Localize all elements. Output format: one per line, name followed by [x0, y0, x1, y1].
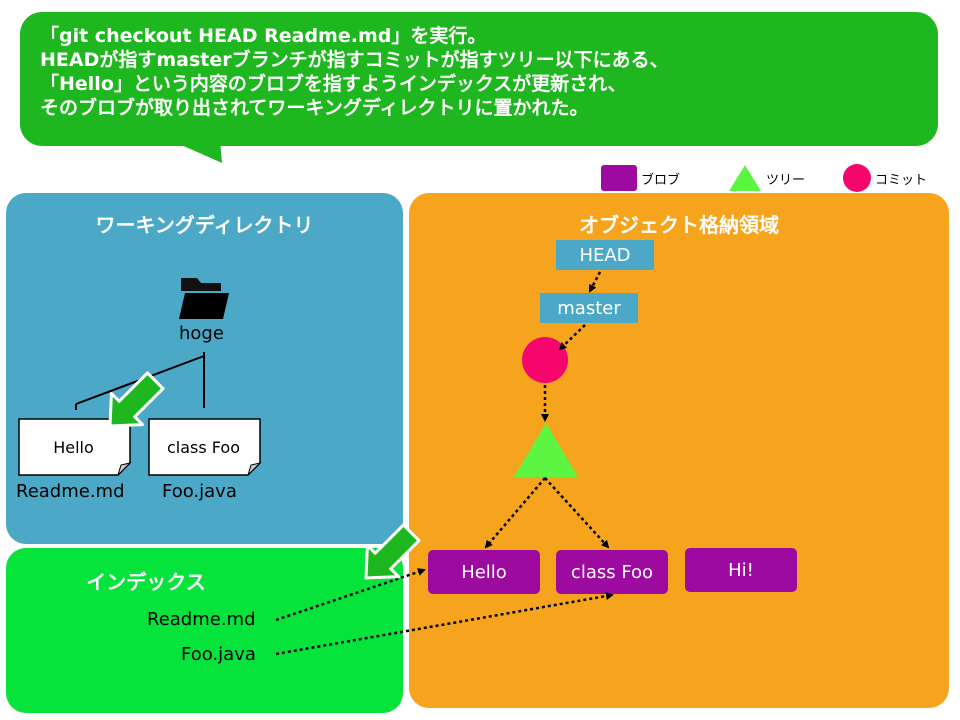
update-workdir-arrow — [108, 371, 165, 428]
branch-ref: master — [540, 293, 638, 323]
index-readme-to-blob-arrow — [275, 568, 426, 622]
file-name: Readme.md — [16, 481, 125, 502]
folder-icon — [179, 278, 229, 319]
tree-triangle-icon — [729, 165, 761, 191]
callout-line: HEADが指すmasterブランチが指すコミットが指すツリー以下にある、 — [40, 49, 669, 71]
tree-to-hello-arrow — [484, 477, 546, 549]
update-index-arrow — [364, 523, 421, 580]
callout-line: 「Hello」という内容のブロブを指すようインデックスが更新され、 — [40, 73, 627, 95]
index-entry: Readme.md — [147, 609, 256, 630]
callout-line: 「git checkout HEAD Readme.md」を実行。 — [40, 25, 487, 47]
tree-to-classfoo-arrow — [544, 477, 610, 549]
legend-tree: ツリー — [728, 164, 805, 192]
object-store-title: オブジェクト格納領域 — [579, 213, 779, 237]
working-directory-title: ワーキングディレクトリ — [95, 213, 314, 237]
instruction-callout: 「git checkout HEAD Readme.md」を実行。 HEADが指… — [20, 12, 938, 146]
file-icon — [148, 418, 262, 476]
head-ref: HEAD — [556, 240, 654, 270]
legend-blob: ブロブ — [601, 164, 680, 192]
head-to-branch-arrow — [588, 271, 602, 293]
tree-triangle-icon — [514, 423, 578, 477]
folder-name: hoge — [179, 323, 224, 344]
blob-object: Hello — [428, 550, 540, 594]
callout-line: そのブロブが取り出されてワーキングディレクトリに置かれた。 — [40, 97, 589, 119]
object-store-area — [409, 193, 949, 708]
blob-object: Hi! — [685, 548, 797, 592]
file-content: Hello — [53, 438, 94, 457]
legend-commit-label: コミット — [875, 172, 928, 188]
index-foojava-to-blob-arrow — [275, 592, 614, 656]
index-area — [6, 548, 403, 713]
blob-object: class Foo — [556, 550, 668, 594]
index-entry: Foo.java — [181, 644, 256, 665]
branch-to-commit-arrow — [558, 324, 586, 351]
legend-tree-label: ツリー — [766, 172, 806, 188]
commit-circle-icon — [843, 164, 871, 192]
file-name: Foo.java — [162, 481, 237, 502]
index-title: インデックス — [86, 570, 206, 594]
blob-swatch-icon — [601, 165, 637, 191]
legend-blob-label: ブロブ — [641, 172, 681, 188]
file-content: class Foo — [166, 438, 240, 457]
legend-commit: コミット — [843, 164, 927, 192]
